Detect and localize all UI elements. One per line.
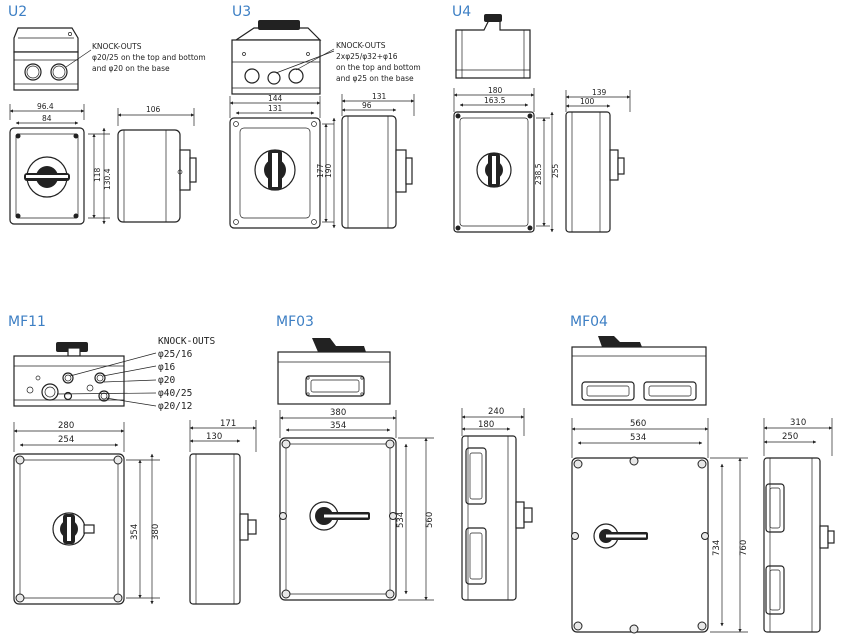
- mf11-height-inner: 354: [130, 524, 140, 540]
- mf11-depth-inner: 130: [206, 432, 222, 442]
- u4-side-view: [565, 111, 625, 233]
- mf11-knockout-4: φ40/25: [158, 388, 192, 399]
- mf03-top-view: [277, 338, 391, 405]
- mf11-knockout-3: φ20: [158, 375, 175, 386]
- u4-height-outer: 255: [551, 163, 560, 178]
- mf04-depth-outer: 310: [790, 418, 806, 428]
- mf04-depth-inner: 250: [782, 432, 798, 442]
- u3-title: U3: [232, 4, 251, 20]
- u2-depth: 106: [146, 105, 161, 114]
- u3-height-inner: 177: [316, 163, 325, 178]
- mf04-width-inner: 534: [630, 433, 646, 443]
- mf04-top-view: [571, 336, 707, 406]
- u4-width-inner: 163.5: [484, 96, 506, 105]
- u2-height-inner: 118: [93, 167, 102, 182]
- u4-top-view: [455, 14, 531, 79]
- u4-height-inner: 238.5: [534, 163, 543, 185]
- u2-group: U2 KNOCK-OUTS φ20/25 on the top and bott…: [8, 4, 206, 225]
- mf04-group: MF04 560 534 734 760: [570, 314, 835, 634]
- mf04-title: MF04: [570, 314, 608, 330]
- u2-height-outer: 130.4: [103, 168, 112, 190]
- u2-width-outer: 96.4: [37, 102, 54, 111]
- u4-front-view: [453, 111, 535, 233]
- u2-knockout-line2: and φ20 on the base: [92, 64, 170, 73]
- u3-front-view: [229, 117, 321, 229]
- mf03-depth-outer: 240: [488, 407, 504, 417]
- u4-depth-inner: 100: [580, 97, 595, 106]
- u4-group: U4 180 163.5 238.5 255 139: [452, 4, 631, 233]
- mf11-knockout-title: KNOCK-OUTS: [158, 336, 215, 347]
- u2-side-view: [117, 129, 197, 223]
- u2-knockout-title: KNOCK-OUTS: [92, 42, 142, 51]
- u4-depth-outer: 139: [592, 88, 607, 97]
- mf11-width-inner: 254: [58, 435, 74, 445]
- mf11-group: MF11 KNOCK-OUTS φ25/16 φ16 φ20 φ40/25 φ2…: [8, 314, 257, 605]
- mf11-height-outer: 380: [151, 524, 161, 540]
- mf11-knockout-2: φ16: [158, 362, 175, 373]
- mf11-side-view: [189, 453, 257, 605]
- u3-knockout-title: KNOCK-OUTS: [336, 41, 386, 50]
- u3-top-view: [231, 20, 322, 95]
- u3-width-inner: 131: [268, 104, 283, 113]
- mf03-height-outer: 560: [425, 512, 435, 528]
- mf03-depth-inner: 180: [478, 420, 494, 430]
- u3-knockout-line1: 2xφ25/φ32+φ16: [336, 52, 398, 61]
- mf11-top-view: [13, 342, 125, 407]
- mf03-front-view: [279, 437, 397, 601]
- mf11-depth-outer: 171: [220, 419, 236, 429]
- mf11-title: MF11: [8, 314, 46, 330]
- mf03-width-outer: 380: [330, 408, 346, 418]
- u3-side-view: [341, 115, 413, 229]
- u4-width-outer: 180: [488, 86, 503, 95]
- u3-depth-outer: 131: [372, 92, 387, 101]
- u2-title: U2: [8, 4, 27, 20]
- mf03-height-inner: 534: [396, 512, 406, 528]
- u3-depth-inner: 96: [362, 101, 372, 110]
- u4-title: U4: [452, 4, 471, 20]
- u2-front-view: [9, 127, 85, 225]
- mf11-knockout-1: φ25/16: [158, 349, 193, 360]
- mf03-side-view: [461, 435, 533, 601]
- u2-knockout-line1: φ20/25 on the top and bottom: [92, 53, 206, 62]
- mf04-side-view: [763, 457, 835, 633]
- u3-height-outer: 190: [324, 163, 333, 178]
- mf11-front-view: [13, 453, 125, 605]
- mf04-height-inner: 734: [712, 540, 722, 556]
- mf04-width-outer: 560: [630, 419, 646, 429]
- u2-width-inner: 84: [42, 114, 52, 123]
- mf03-width-inner: 354: [330, 421, 346, 431]
- mf11-knockout-5: φ20/12: [158, 401, 192, 412]
- u2-top-view: [13, 27, 79, 91]
- u3-group: U3 KNOCK-OUTS 2xφ25/φ32+φ16 on the top a…: [229, 4, 421, 229]
- mf03-title: MF03: [276, 314, 314, 330]
- mf03-group: MF03 380 354 534 560: [276, 314, 533, 601]
- u3-width-outer: 144: [268, 94, 283, 103]
- mf04-front-view: [571, 456, 709, 634]
- u3-knockout-line3: and φ25 on the base: [336, 74, 414, 83]
- mf04-height-outer: 760: [739, 540, 749, 556]
- u3-knockout-line2: on the top and bottom: [336, 63, 421, 72]
- mf11-width-outer: 280: [58, 421, 74, 431]
